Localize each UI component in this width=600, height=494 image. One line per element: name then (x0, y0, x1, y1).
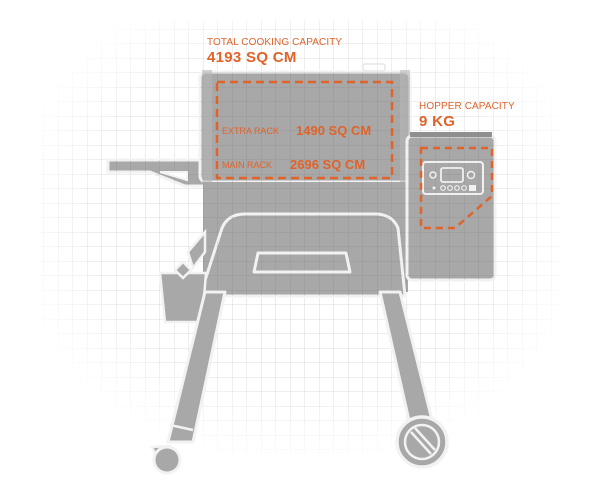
cooking-chamber (198, 63, 412, 184)
hopper-capacity-value: 9 KG (419, 113, 456, 130)
hopper-capacity-label: HOPPER CAPACITY (419, 101, 515, 112)
main-rack-value: 2696 SQ CM (290, 157, 366, 172)
caster-wheel (150, 444, 182, 475)
large-wheel (395, 415, 449, 469)
total-capacity-label: TOTAL COOKING CAPACITY (207, 37, 343, 48)
left-leg (166, 290, 227, 444)
main-rack-label: MAIN RACK (222, 160, 273, 170)
extra-rack-value: 1490 SQ CM (296, 123, 372, 138)
cart-frame (197, 212, 407, 298)
cooking-capacity-outline (215, 80, 394, 180)
side-shelf (106, 158, 207, 188)
extra-rack-label: EXTRA RACK (222, 126, 280, 136)
controller (422, 161, 484, 195)
total-capacity-value: 4193 SQ CM (207, 49, 297, 66)
